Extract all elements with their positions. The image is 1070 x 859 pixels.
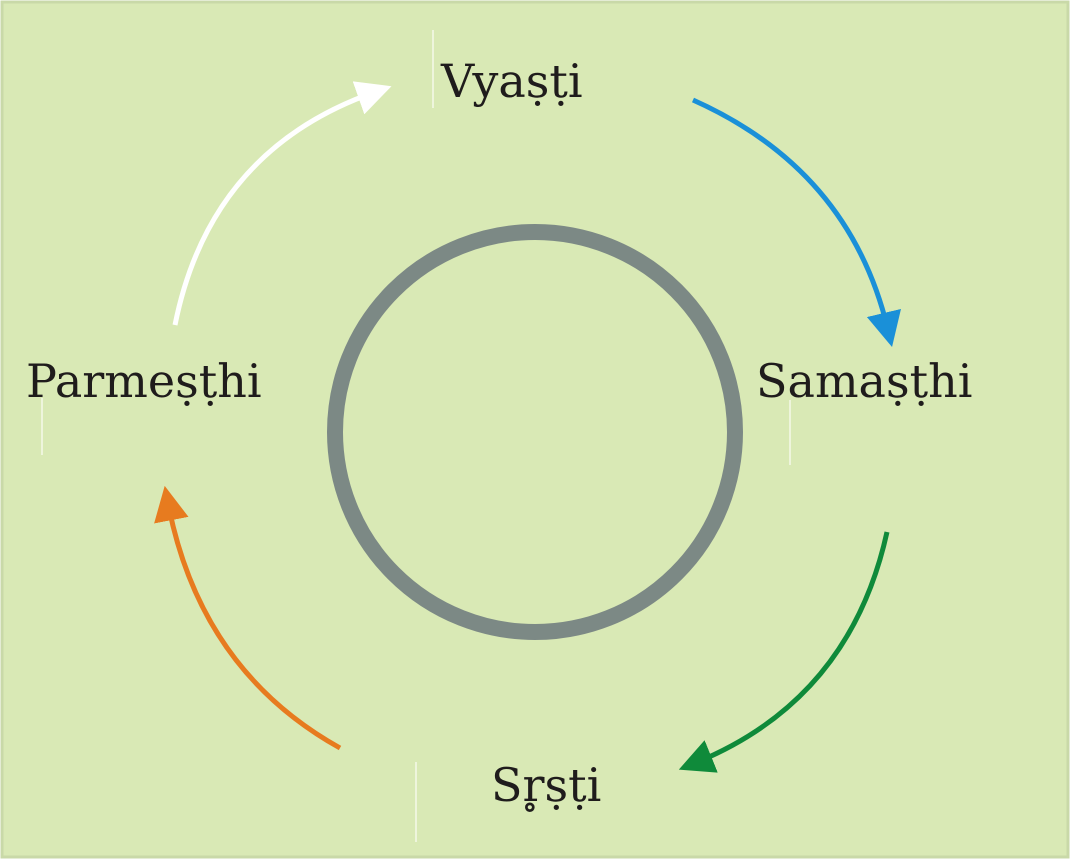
- center-ring: [327, 224, 743, 640]
- arrow-samasthi-to-srsti: [678, 531, 890, 773]
- label-parmesthi: Parmeṣṭhi: [26, 354, 262, 408]
- label-samasthi: Samaṣṭhi: [756, 354, 973, 408]
- label-vyasti: Vyaṣṭi: [441, 54, 583, 108]
- arrow-srsti-to-parmesthi: [154, 485, 342, 751]
- arrow-parmesthi-to-vyasti: [172, 81, 392, 326]
- arrow-vyasti-to-samasthi: [691, 97, 901, 348]
- label-srsti: Sr̥ṣṭi: [491, 758, 602, 812]
